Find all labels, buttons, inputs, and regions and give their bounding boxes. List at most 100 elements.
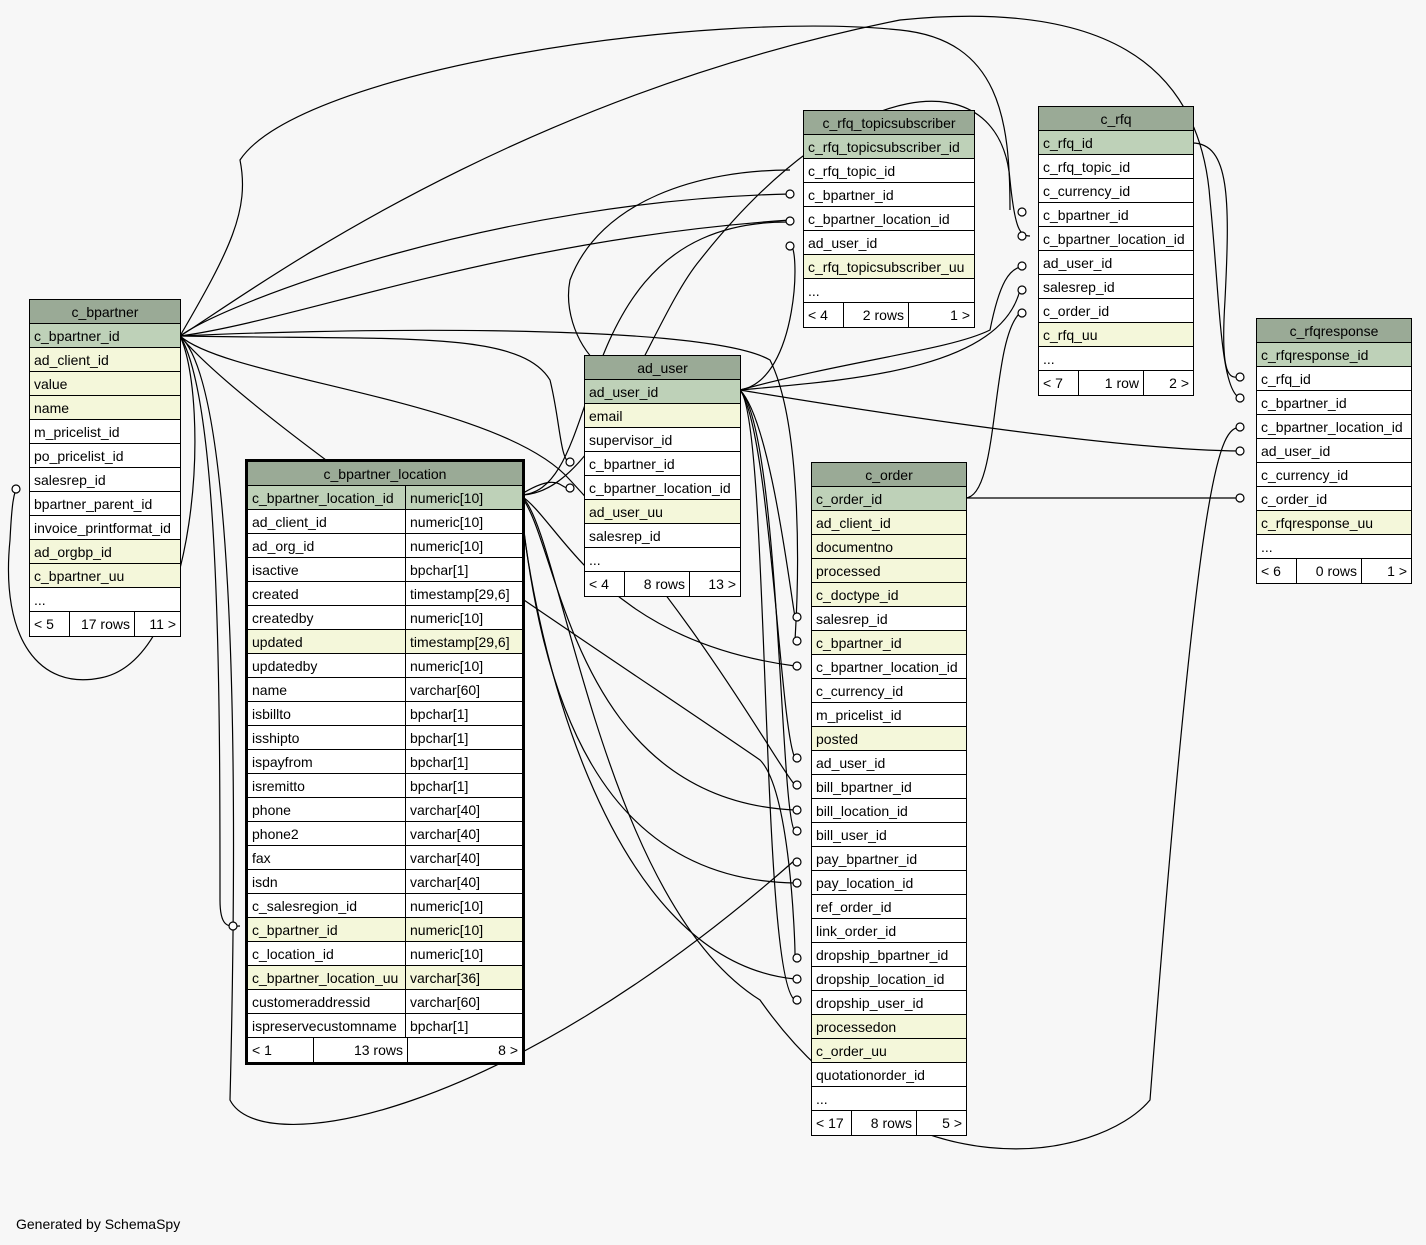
relationship-endpoint bbox=[565, 457, 575, 467]
parents-link[interactable]: < 6 bbox=[1257, 559, 1297, 583]
table-title[interactable]: c_order bbox=[812, 463, 966, 487]
column-name: ispayfrom bbox=[248, 750, 406, 773]
column-name: salesrep_id bbox=[816, 610, 888, 627]
column-name: value bbox=[34, 375, 68, 392]
column-row-c-rfq-id: c_rfq_id bbox=[1257, 367, 1411, 391]
column-name: bill_bpartner_id bbox=[816, 778, 912, 795]
column-type: bpchar[1] bbox=[410, 729, 469, 746]
column-name: ad_client_id bbox=[816, 514, 891, 531]
parents-link[interactable]: < 4 bbox=[585, 572, 625, 596]
column-name: c_bpartner_uu bbox=[34, 567, 125, 584]
column-row-value: value bbox=[30, 372, 180, 396]
relationship-line bbox=[179, 335, 241, 927]
relationship-endpoint bbox=[792, 953, 802, 963]
children-link[interactable]: 1 > bbox=[1387, 563, 1407, 579]
column-row-pay-bpartner-id: pay_bpartner_id bbox=[812, 847, 966, 871]
relationship-line bbox=[179, 335, 571, 464]
relationship-endpoint bbox=[785, 216, 795, 226]
column-name: isshipto bbox=[248, 726, 406, 749]
column-row-c-bpartner-location-id: c_bpartner_location_id bbox=[585, 476, 740, 500]
column-row-c-bpartner-id: c_bpartner_id bbox=[804, 183, 974, 207]
column-name: m_pricelist_id bbox=[34, 423, 120, 440]
column-name: bpartner_parent_id bbox=[34, 495, 153, 512]
column-name: created bbox=[248, 582, 406, 605]
column-type: timestamp[29,6] bbox=[410, 585, 510, 602]
parents-link[interactable]: < 5 bbox=[30, 612, 70, 636]
table-title[interactable]: c_rfq bbox=[1039, 107, 1193, 131]
children-link[interactable]: 1 > bbox=[950, 307, 970, 323]
relationship-endpoint bbox=[792, 995, 802, 1005]
column-name: ad_client_id bbox=[34, 351, 109, 368]
relationship-endpoint bbox=[792, 753, 802, 763]
column-row-ad-user-id: ad_user_id bbox=[1039, 251, 1193, 275]
children-link[interactable]: 8 > bbox=[498, 1042, 518, 1058]
relationship-line bbox=[179, 193, 791, 337]
column-row-invoice-printformat-id: invoice_printformat_id bbox=[30, 516, 180, 540]
column-name: ad_user_id bbox=[816, 754, 886, 771]
column-row-bill-bpartner-id: bill_bpartner_id bbox=[812, 775, 966, 799]
relationship-endpoint bbox=[792, 636, 802, 646]
table-c-rfq-topicsubscriber[interactable]: c_rfq_topicsubscriber c_rfq_topicsubscrib… bbox=[803, 110, 975, 328]
column-name: ... bbox=[1261, 538, 1273, 555]
column-row-processedon: processedon bbox=[812, 1015, 966, 1039]
table-title[interactable]: c_rfq_topicsubscriber bbox=[804, 111, 974, 135]
table-title[interactable]: c_bpartner_location bbox=[248, 462, 522, 486]
table-title[interactable]: ad_user bbox=[585, 356, 740, 380]
generated-by-credit: Generated by SchemaSpy bbox=[16, 1216, 181, 1232]
column-name: c_bpartner_id bbox=[1261, 394, 1347, 411]
column-name: fax bbox=[248, 846, 406, 869]
parents-link[interactable]: < 7 bbox=[1039, 371, 1079, 395]
column-row-m-pricelist-id: m_pricelist_id bbox=[812, 703, 966, 727]
children-link[interactable]: 13 > bbox=[708, 576, 736, 592]
relationship-endpoint bbox=[1017, 308, 1027, 318]
column-name: c_order_id bbox=[1043, 302, 1110, 319]
column-type: varchar[40] bbox=[410, 849, 481, 866]
row-count: 8 rows bbox=[852, 1111, 917, 1135]
column-name: name bbox=[34, 399, 70, 416]
table-title[interactable]: c_bpartner bbox=[30, 300, 180, 324]
column-name: c_rfq_topic_id bbox=[1043, 158, 1131, 175]
column-row-quotationorder-id: quotationorder_id bbox=[812, 1063, 966, 1087]
column-name: pay_bpartner_id bbox=[816, 850, 918, 867]
parents-link[interactable]: < 17 bbox=[812, 1111, 852, 1135]
relationship-line bbox=[739, 389, 796, 832]
column-row-c-rfq-topic-id: c_rfq_topic_id bbox=[1039, 155, 1193, 179]
column-name: ad_user_id bbox=[1261, 442, 1331, 459]
children-link[interactable]: 11 > bbox=[149, 616, 176, 632]
column-row-processed: processed bbox=[812, 559, 966, 583]
column-name: salesrep_id bbox=[1043, 278, 1115, 295]
column-row-ad-orgbp-id: ad_orgbp_id bbox=[30, 540, 180, 564]
parents-link[interactable]: < 1 bbox=[248, 1038, 314, 1062]
column-name: documentno bbox=[816, 538, 894, 555]
table-title[interactable]: c_rfqresponse bbox=[1257, 319, 1411, 343]
relationship-endpoint bbox=[11, 484, 21, 494]
column-row-c-order-id: c_order_id bbox=[1257, 487, 1411, 511]
parents-link[interactable]: < 4 bbox=[804, 303, 844, 327]
column-row-dropship-user-id: dropship_user_id bbox=[812, 991, 966, 1015]
children-link[interactable]: 5 > bbox=[942, 1115, 962, 1131]
more-columns-row: ... bbox=[1257, 535, 1411, 559]
column-name: c_bpartner_id bbox=[248, 918, 406, 941]
column-row-c-rfq-topicsubscriber-uu: c_rfq_topicsubscriber_uu bbox=[804, 255, 974, 279]
relationship-line bbox=[179, 219, 791, 337]
column-row-supervisor-id: supervisor_id bbox=[585, 428, 740, 452]
column-name: c_bpartner_location_id bbox=[589, 479, 731, 496]
column-type: timestamp[29,6] bbox=[410, 633, 510, 650]
children-link[interactable]: 2 > bbox=[1169, 375, 1189, 391]
column-name: createdby bbox=[248, 606, 406, 629]
column-row-salesrep-id: salesrep_id bbox=[30, 468, 180, 492]
column-name: c_currency_id bbox=[1261, 466, 1349, 483]
column-name: ad_orgbp_id bbox=[34, 543, 112, 560]
column-name: ad_user_id bbox=[808, 234, 878, 251]
